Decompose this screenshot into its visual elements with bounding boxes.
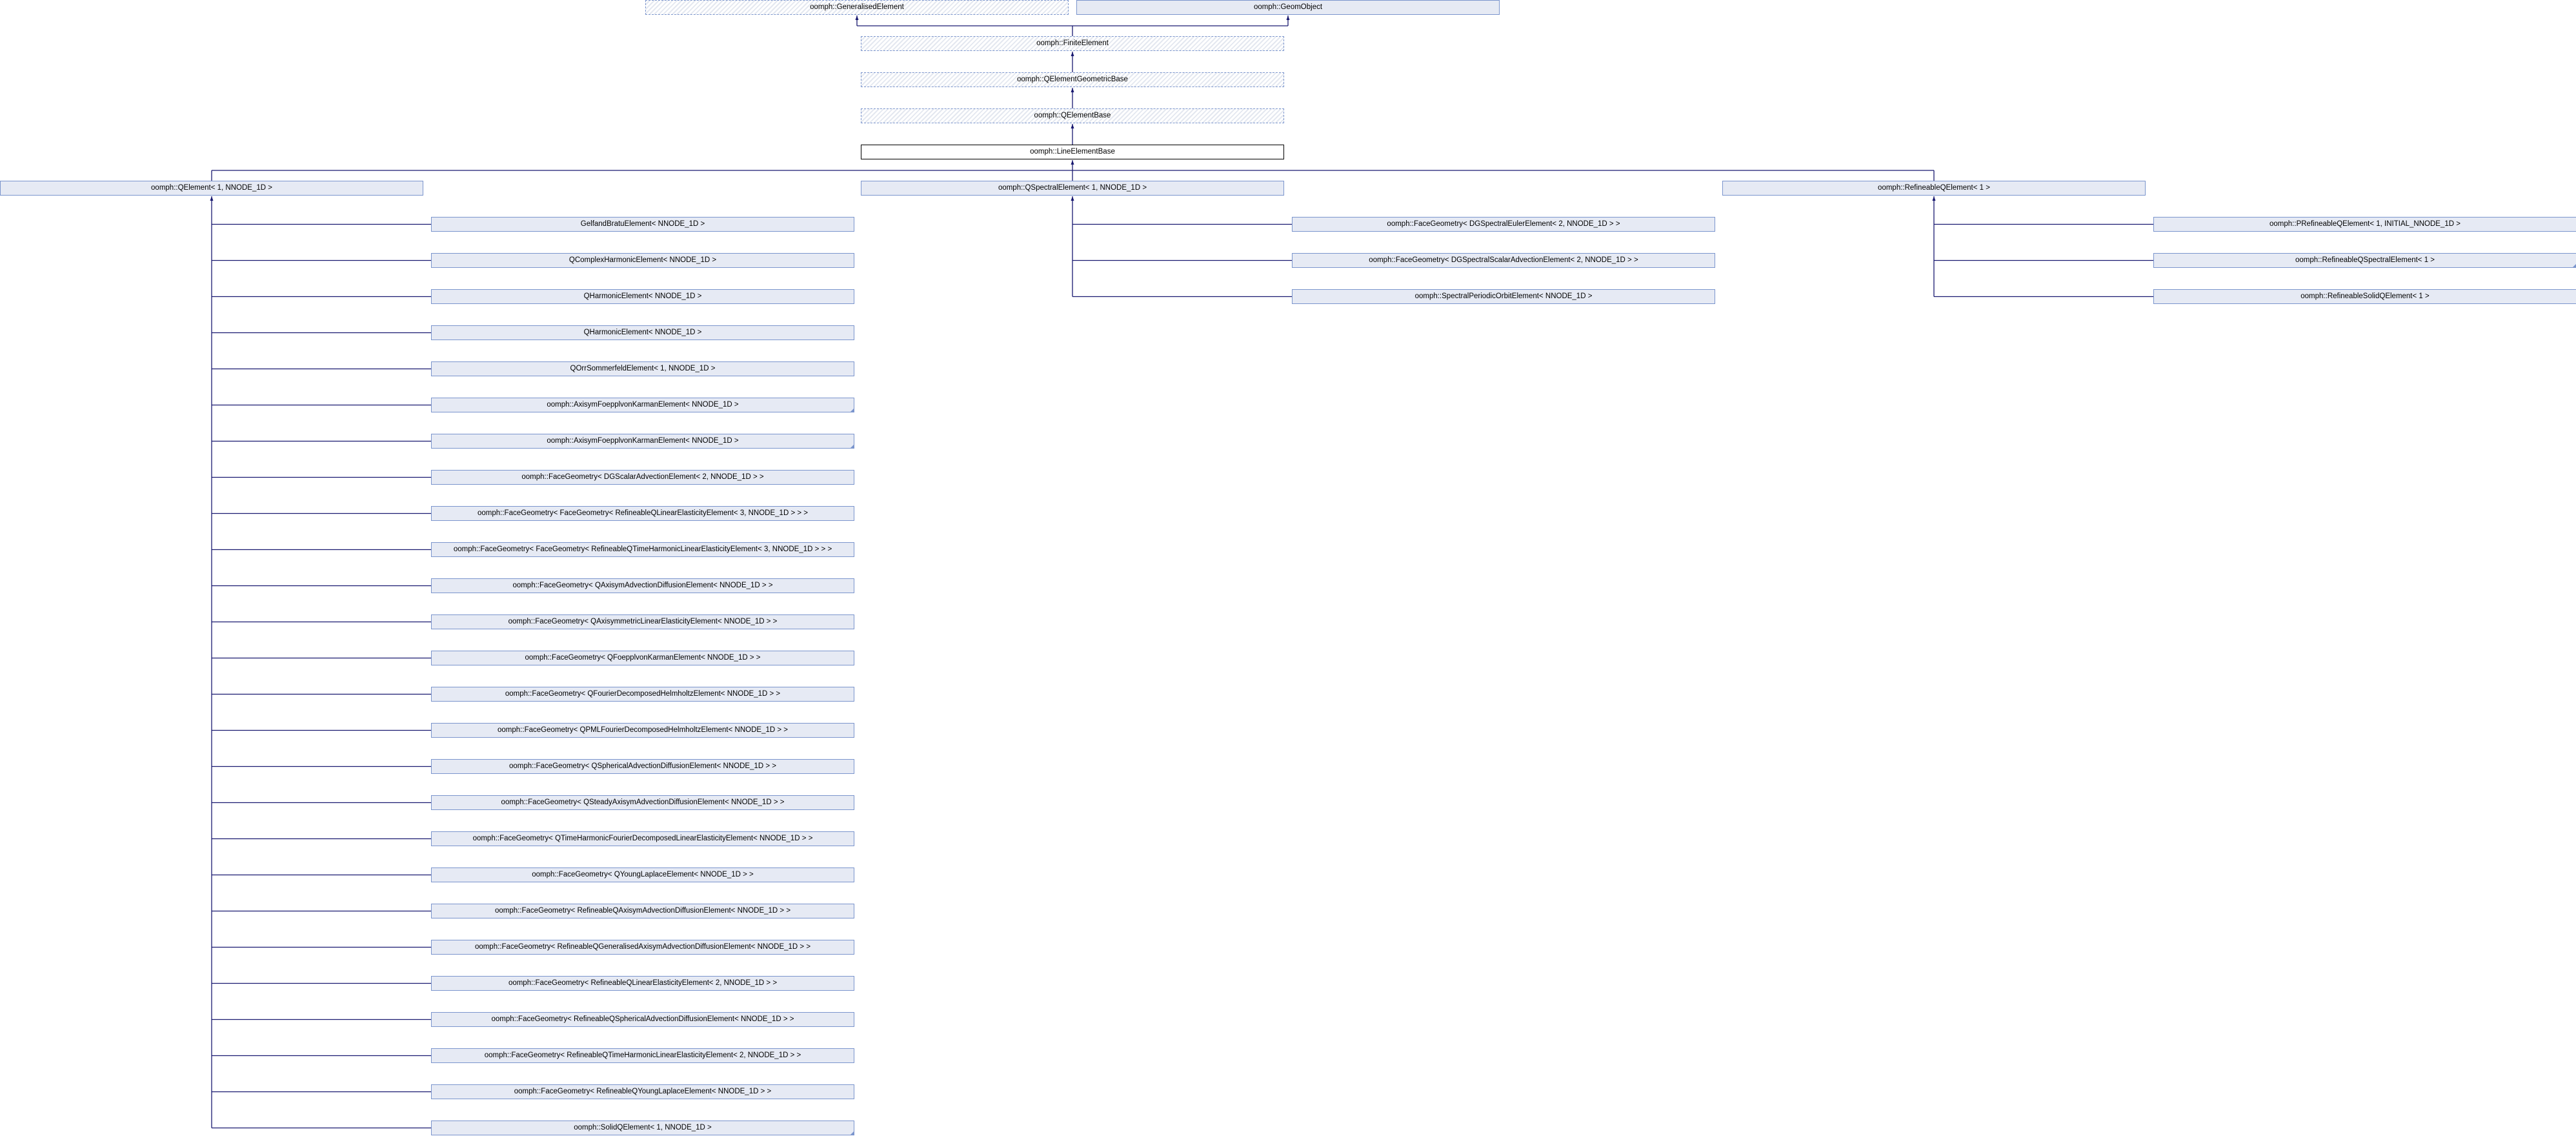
node-derived-class[interactable]: oomph::FaceGeometry< DGSpectralEulerElem… xyxy=(1292,217,1715,232)
node-label: oomph::FaceGeometry< DGScalarAdvectionEl… xyxy=(521,473,764,481)
node-label: oomph::RefineableQElement< 1 > xyxy=(1878,184,1990,192)
node-branch[interactable]: oomph::RefineableQElement< 1 > xyxy=(1722,181,2146,196)
node-derived-class[interactable]: QHarmonicElement< NNODE_1D > xyxy=(431,325,854,340)
node-derived-class[interactable]: QComplexHarmonicElement< NNODE_1D > xyxy=(431,253,854,268)
node-label: oomph::FaceGeometry< RefineableQLinearEl… xyxy=(508,979,778,987)
arrowhead-icon xyxy=(855,15,859,20)
truncated-marker-icon xyxy=(2573,264,2576,267)
node-derived-class[interactable]: oomph::FaceGeometry< RefineableQLinearEl… xyxy=(431,976,854,991)
node-derived-class[interactable]: oomph::FaceGeometry< DGScalarAdvectionEl… xyxy=(431,470,854,485)
node-derived-class[interactable]: oomph::FaceGeometry< QTimeHarmonicFourie… xyxy=(431,831,854,846)
node-finite-element[interactable]: oomph::FiniteElement xyxy=(861,36,1284,51)
node-derived-class[interactable]: GelfandBratuElement< NNODE_1D > xyxy=(431,217,854,232)
node-label: GelfandBratuElement< NNODE_1D > xyxy=(580,220,705,228)
node-derived-class[interactable]: oomph::FaceGeometry< QSphericalAdvection… xyxy=(431,759,854,774)
node-derived-class[interactable]: oomph::FaceGeometry< QAxisymAdvectionDif… xyxy=(431,578,854,593)
node-label: QOrrSommerfeldElement< 1, NNODE_1D > xyxy=(570,365,716,372)
node-branch[interactable]: oomph::QSpectralElement< 1, NNODE_1D > xyxy=(861,181,1284,196)
arrowhead-icon xyxy=(1286,15,1290,20)
node-derived-class[interactable]: oomph::AxisymFoepplvonKarmanElement< NNO… xyxy=(431,434,854,449)
node-label: oomph::FaceGeometry< DGSpectralScalarAdv… xyxy=(1369,256,1638,264)
node-label: oomph::FaceGeometry< RefineableQSpherica… xyxy=(491,1015,794,1023)
node-label: QHarmonicElement< NNODE_1D > xyxy=(583,292,702,300)
node-derived-class[interactable]: oomph::PRefineableQElement< 1, INITIAL_N… xyxy=(2153,217,2576,232)
node-qelement-base[interactable]: oomph::QElementBase xyxy=(861,108,1284,123)
node-derived-class[interactable]: oomph::RefineableSolidQElement< 1 > xyxy=(2153,289,2576,304)
node-derived-class[interactable]: oomph::RefineableQSpectralElement< 1 > xyxy=(2153,253,2576,268)
node-label: oomph::QSpectralElement< 1, NNODE_1D > xyxy=(998,184,1147,192)
node-derived-class[interactable]: oomph::FaceGeometry< RefineableQSpherica… xyxy=(431,1012,854,1027)
node-derived-class[interactable]: oomph::FaceGeometry< RefineableQTimeHarm… xyxy=(431,1048,854,1063)
truncated-marker-icon xyxy=(850,1131,854,1135)
node-label: oomph::FaceGeometry< QYoungLaplaceElemen… xyxy=(532,871,754,878)
node-label: oomph::FaceGeometry< QTimeHarmonicFourie… xyxy=(472,835,813,842)
node-label: oomph::AxisymFoepplvonKarmanElement< NNO… xyxy=(547,437,739,445)
node-derived-class[interactable]: oomph::FaceGeometry< QFoepplvonKarmanEle… xyxy=(431,651,854,665)
node-branch[interactable]: oomph::QElement< 1, NNODE_1D > xyxy=(0,181,423,196)
node-derived-class[interactable]: oomph::FaceGeometry< RefineableQAxisymAd… xyxy=(431,904,854,918)
node-label: oomph::RefineableQSpectralElement< 1 > xyxy=(2295,256,2435,264)
node-label: oomph::FaceGeometry< FaceGeometry< Refin… xyxy=(478,509,808,517)
node-label: oomph::FaceGeometry< RefineableQAxisymAd… xyxy=(494,907,791,915)
node-label: oomph::FaceGeometry< QAxisymmetricLinear… xyxy=(508,618,778,625)
node-line-element-base-current: oomph::LineElementBase xyxy=(861,145,1284,159)
node-label: oomph::AxisymFoepplvonKarmanElement< NNO… xyxy=(547,401,739,409)
node-label: oomph::FaceGeometry< FaceGeometry< Refin… xyxy=(453,545,832,553)
node-label: oomph::QElement< 1, NNODE_1D > xyxy=(151,184,272,192)
node-label: oomph::FaceGeometry< QPMLFourierDecompos… xyxy=(498,726,788,734)
arrowhead-icon xyxy=(1071,88,1074,92)
node-derived-class[interactable]: oomph::FaceGeometry< QAxisymmetricLinear… xyxy=(431,614,854,629)
node-label: oomph::FaceGeometry< RefineableQTimeHarm… xyxy=(484,1051,801,1059)
node-label: oomph::SpectralPeriodicOrbitElement< NNO… xyxy=(1414,292,1593,300)
arrowhead-icon xyxy=(1071,52,1074,56)
node-label: oomph::FaceGeometry< RefineableQYoungLap… xyxy=(514,1088,772,1095)
node-derived-class[interactable]: oomph::FaceGeometry< RefineableQYoungLap… xyxy=(431,1084,854,1099)
truncated-marker-icon xyxy=(850,445,854,448)
node-derived-class[interactable]: oomph::FaceGeometry< DGSpectralScalarAdv… xyxy=(1292,253,1715,268)
node-label: oomph::PRefineableQElement< 1, INITIAL_N… xyxy=(2269,220,2460,228)
node-derived-class[interactable]: oomph::FaceGeometry< QSteadyAxisymAdvect… xyxy=(431,795,854,810)
node-derived-class[interactable]: oomph::FaceGeometry< QPMLFourierDecompos… xyxy=(431,723,854,738)
node-derived-class[interactable]: QOrrSommerfeldElement< 1, NNODE_1D > xyxy=(431,361,854,376)
node-derived-class[interactable]: oomph::FaceGeometry< FaceGeometry< Refin… xyxy=(431,542,854,557)
node-label: oomph::SolidQElement< 1, NNODE_1D > xyxy=(574,1124,712,1131)
node-label: oomph::FaceGeometry< QSphericalAdvection… xyxy=(509,762,776,770)
node-derived-class[interactable]: oomph::FaceGeometry< FaceGeometry< Refin… xyxy=(431,506,854,521)
node-geom-object[interactable]: oomph::GeomObject xyxy=(1076,0,1500,15)
node-label: oomph::FaceGeometry< RefineableQGenerali… xyxy=(474,943,811,951)
node-label: QComplexHarmonicElement< NNODE_1D > xyxy=(569,256,717,264)
node-derived-class[interactable]: oomph::SpectralPeriodicOrbitElement< NNO… xyxy=(1292,289,1715,304)
node-label: oomph::FaceGeometry< QFoepplvonKarmanEle… xyxy=(525,654,761,662)
arrowhead-icon xyxy=(1071,124,1074,128)
node-label: oomph::FaceGeometry< DGSpectralEulerElem… xyxy=(1387,220,1620,228)
node-derived-class[interactable]: QHarmonicElement< NNODE_1D > xyxy=(431,289,854,304)
node-derived-class[interactable]: oomph::FaceGeometry< QFourierDecomposedH… xyxy=(431,687,854,702)
node-derived-class[interactable]: oomph::FaceGeometry< RefineableQGenerali… xyxy=(431,940,854,955)
node-label: oomph::FaceGeometry< QFourierDecomposedH… xyxy=(505,690,781,698)
node-label: QHarmonicElement< NNODE_1D > xyxy=(583,329,702,336)
node-label: oomph::FaceGeometry< QSteadyAxisymAdvect… xyxy=(501,798,785,806)
node-derived-class[interactable]: oomph::FaceGeometry< QYoungLaplaceElemen… xyxy=(431,867,854,882)
node-derived-class[interactable]: oomph::SolidQElement< 1, NNODE_1D > xyxy=(431,1121,854,1135)
node-label: oomph::FaceGeometry< QAxisymAdvectionDif… xyxy=(512,582,773,589)
node-derived-class[interactable]: oomph::AxisymFoepplvonKarmanElement< NNO… xyxy=(431,398,854,412)
truncated-marker-icon xyxy=(850,409,854,412)
node-qelement-geometric-base[interactable]: oomph::QElementGeometricBase xyxy=(861,72,1284,87)
node-generalised-element[interactable]: oomph::GeneralisedElement xyxy=(645,0,1069,15)
node-label: oomph::RefineableSolidQElement< 1 > xyxy=(2300,292,2430,300)
